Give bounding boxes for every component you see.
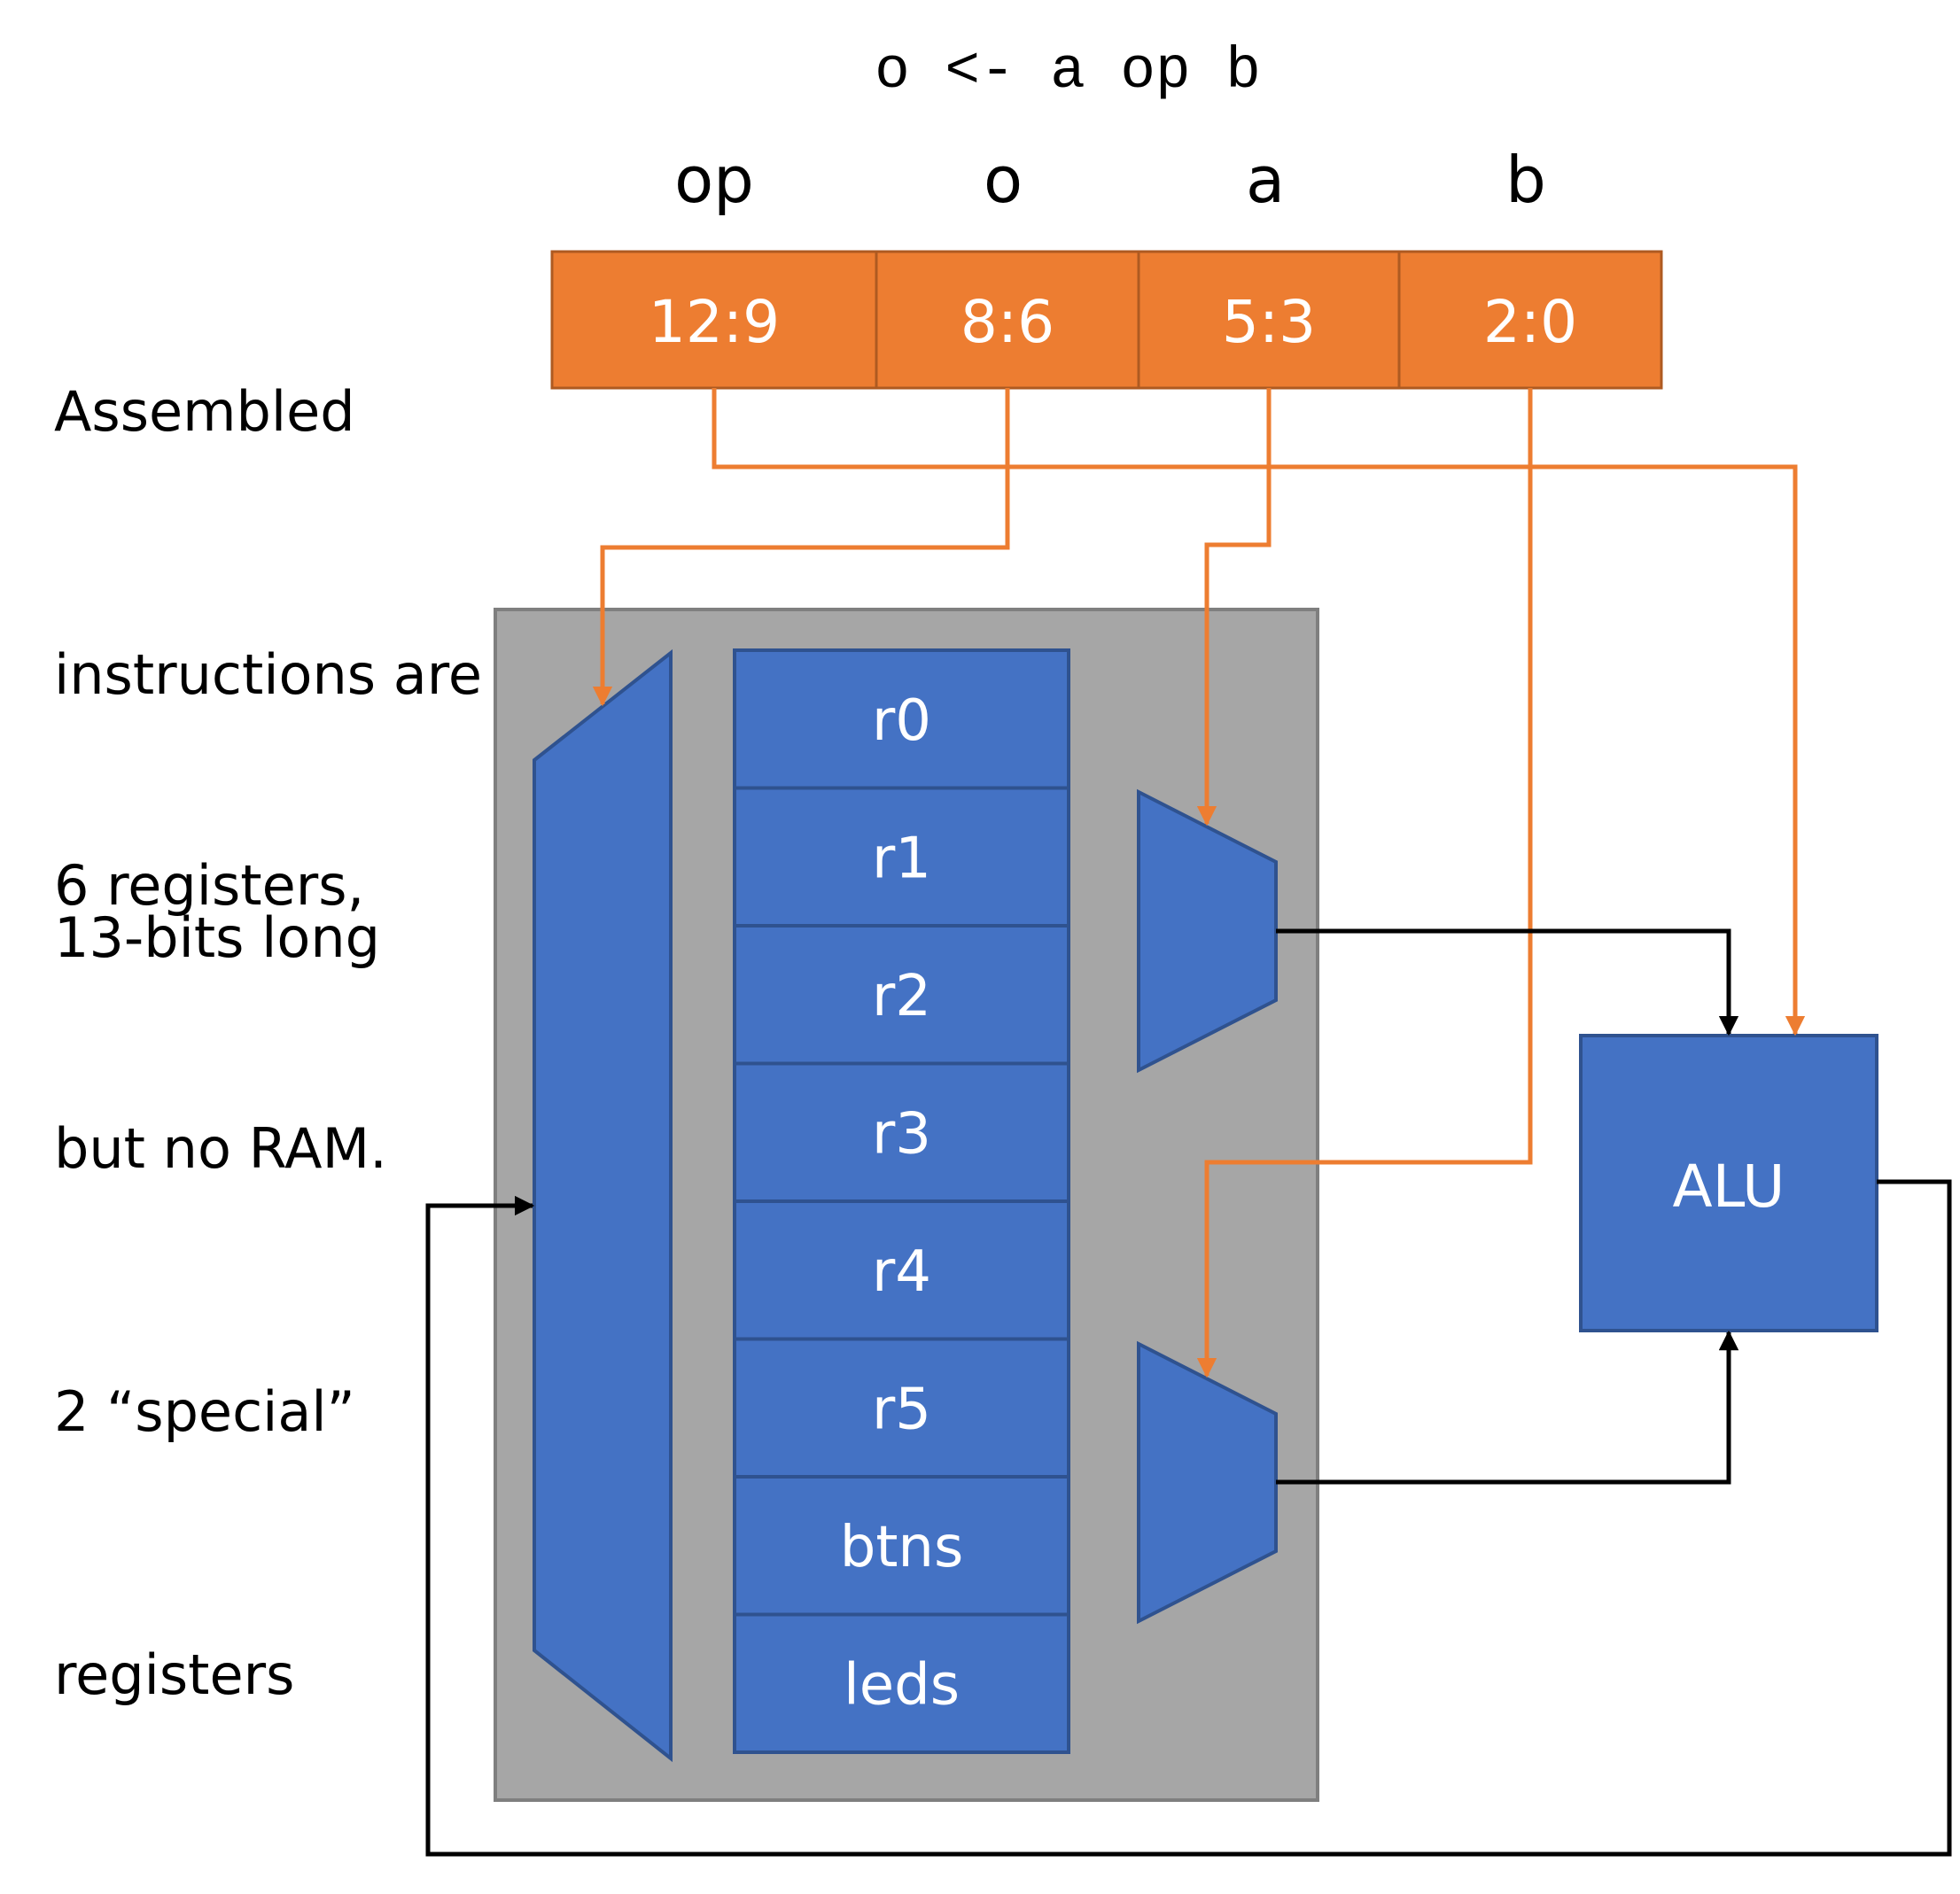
register-cell: [733, 1061, 1070, 1203]
register-cell: [733, 648, 1070, 790]
field-bits-op: 12:9: [649, 288, 780, 356]
register-note-line: 6 registers,: [54, 853, 365, 918]
register-cell: [733, 1612, 1070, 1754]
field-header-b: b: [1505, 143, 1546, 217]
field-header-op: op: [674, 143, 754, 217]
register-note-line: 2 “special”: [54, 1379, 355, 1444]
field-box-op: [550, 250, 878, 390]
field-headers: op o a b: [674, 143, 1546, 217]
write-demux: [533, 648, 673, 1763]
register-label: r2: [872, 964, 931, 1029]
wire-mux-b-to-alu: [1276, 1330, 1739, 1485]
field-box-b: [1397, 250, 1663, 390]
field-bits-b: 2:0: [1483, 288, 1577, 356]
read-mux-b: [1137, 1340, 1278, 1625]
wire-b-to-mux-b: [1196, 388, 1533, 1378]
wire-alu-to-demux: [425, 1179, 1952, 1857]
register-label: r0: [872, 688, 931, 754]
register-stack: r0 r1 r2 r3 r4 r5 btns leds: [733, 648, 1070, 1754]
register-label: leds: [844, 1652, 960, 1718]
data-wires: [425, 928, 1952, 1857]
register-label: r1: [872, 826, 931, 891]
instruction-note-line: 13-bits long: [54, 905, 380, 970]
field-box-a: [1137, 250, 1401, 390]
register-label: r4: [872, 1239, 931, 1305]
register-note: 6 registers, but no RAM. 2 “special” reg…: [54, 666, 387, 1894]
formula-text: o <- a op b: [875, 38, 1261, 105]
register-note-line: but no RAM.: [54, 1116, 387, 1181]
field-header-o: o: [984, 143, 1023, 217]
register-cell: [733, 1475, 1070, 1617]
register-label: r3: [872, 1101, 931, 1167]
control-wires: [592, 388, 1806, 1378]
instruction-note-line: instructions are: [54, 642, 483, 707]
field-header-a: a: [1246, 143, 1285, 217]
register-note-line: registers: [54, 1642, 295, 1707]
wire-op-to-alu: [712, 388, 1806, 1036]
wire-mux-a-to-alu: [1276, 928, 1739, 1036]
register-cell: [733, 1337, 1070, 1479]
alu-label: ALU: [1673, 1153, 1785, 1221]
field-bits-o: 8:6: [961, 288, 1054, 356]
field-bits-a: 5:3: [1222, 288, 1316, 356]
wire-a-to-mux-a: [1196, 388, 1272, 827]
instruction-bits-bar: 12:9 8:6 5:3 2:0: [550, 250, 1663, 390]
instruction-note-line: Assembled: [54, 379, 355, 444]
instruction-note: Assembled instructions are 13-bits long: [54, 192, 482, 1157]
register-label: btns: [840, 1515, 964, 1580]
wire-o-to-demux: [592, 388, 1010, 707]
read-mux-a: [1137, 788, 1278, 1074]
register-cell: [733, 786, 1070, 928]
register-label: r5: [872, 1377, 931, 1442]
register-cell: [733, 1199, 1070, 1341]
